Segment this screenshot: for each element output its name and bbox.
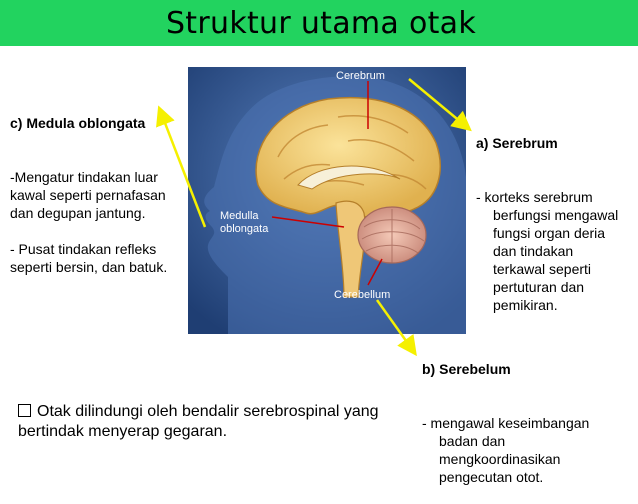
- cerebrum-shape: [255, 96, 441, 218]
- serebrum-description: a) Serebrum - korteks serebrum berfungsi…: [476, 116, 628, 332]
- cerebellum-label: Cerebellum: [334, 289, 390, 301]
- corpus-callosum: [297, 165, 401, 190]
- serebelum-heading: b) Serebelum: [422, 361, 511, 377]
- note-text: Otak dilindungi oleh bendalir serebrospi…: [18, 403, 379, 440]
- serebelum-text: - mengawal keseimbangan badan dan mengko…: [422, 415, 590, 485]
- medulla-label-line1: Medulla: [220, 210, 259, 222]
- cerebrum-label: Cerebrum: [336, 70, 385, 82]
- medulla-pointer: [271, 216, 345, 228]
- cerebellum-folds: [361, 209, 425, 263]
- serebrum-heading: a) Serebrum: [476, 135, 558, 151]
- brain-illustration: Cerebrum Medulla oblongata Cerebellum: [188, 67, 466, 334]
- title-bar: Struktur utama otak: [0, 0, 638, 46]
- brain-diagram: Cerebrum Medulla oblongata Cerebellum: [188, 67, 466, 334]
- brainstem-shape: [335, 200, 366, 298]
- serebelum-description: b) Serebelum - mengawal keseimbangan bad…: [422, 342, 608, 504]
- medula-text-1: -Mengatur tindakan luar kawal seperti pe…: [10, 169, 166, 221]
- checkbox-bullet-icon: [18, 404, 31, 417]
- medula-text-2: - Pusat tindakan refleks seperti bersin,…: [10, 241, 168, 275]
- medula-heading: c) Medula oblongata: [10, 115, 146, 131]
- protection-note: Otak dilindungi oleh bendalir serebrospi…: [18, 402, 398, 442]
- serebrum-text: - korteks serebrum berfungsi mengawal fu…: [476, 189, 619, 313]
- medula-description: c) Medula oblongata -Mengatur tindakan l…: [10, 96, 180, 294]
- cerebellum-pointer: [367, 258, 383, 286]
- page-title: Struktur utama otak: [165, 5, 477, 41]
- medulla-label-line2: oblongata: [220, 223, 269, 235]
